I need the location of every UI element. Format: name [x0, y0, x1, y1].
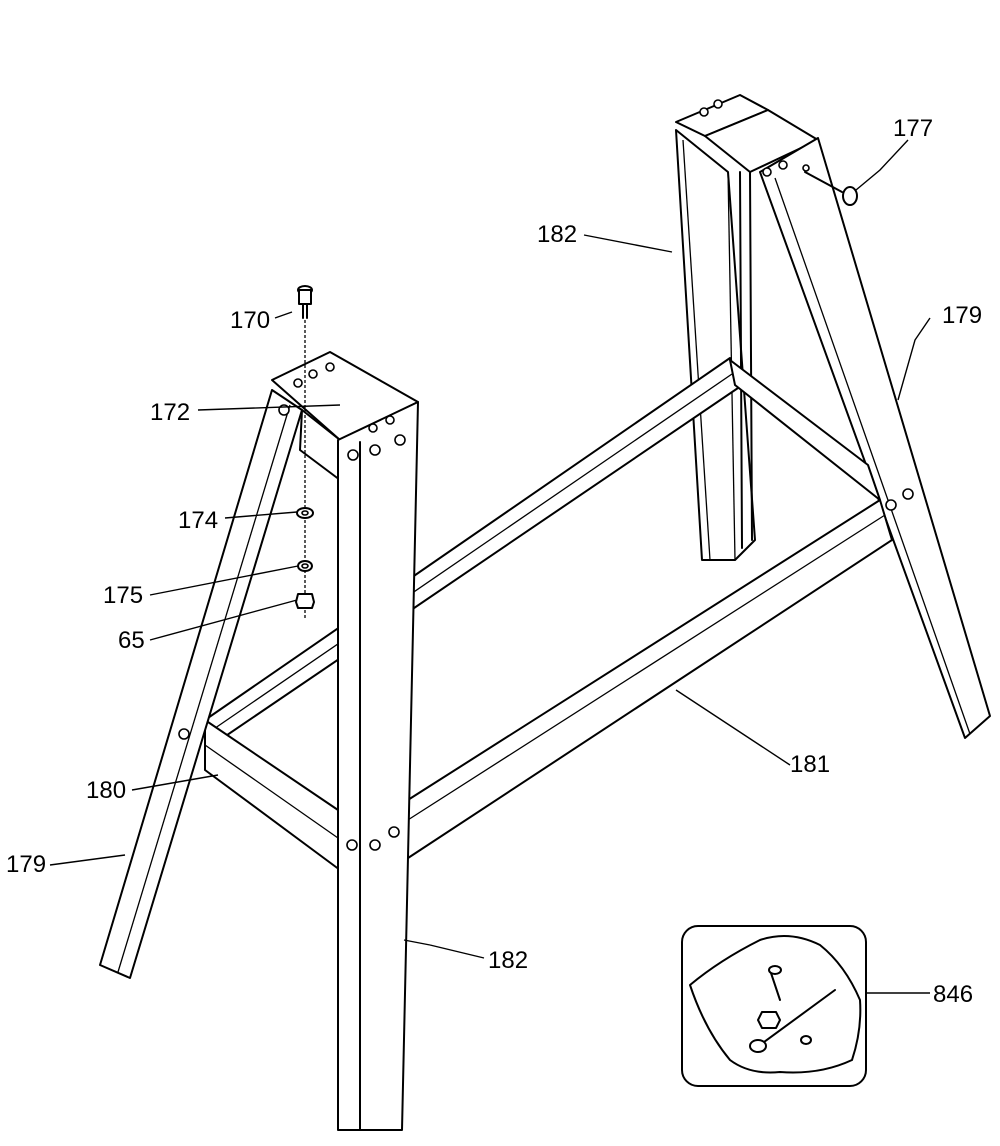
front-bracket-172 — [271, 351, 419, 481]
callout-182-back: 182 — [537, 221, 577, 248]
callout-174: 174 — [178, 507, 218, 534]
callout-181: 181 — [790, 751, 830, 778]
front-left-leg-179 — [99, 389, 303, 979]
washer-174 — [296, 507, 314, 519]
callout-846: 846 — [933, 981, 973, 1008]
back-bracket-172 — [704, 109, 819, 549]
callout-170: 170 — [230, 307, 270, 334]
short-rail-right — [729, 359, 881, 501]
callout-179-right: 179 — [942, 302, 982, 329]
back-leg-179 — [759, 137, 991, 739]
hardware-kit-846 — [681, 925, 867, 1087]
nut-65 — [295, 593, 315, 609]
callout-182-front: 182 — [488, 947, 528, 974]
front-leg-182 — [337, 401, 419, 1131]
callout-179-left: 179 — [6, 851, 46, 878]
short-rail-left-180 — [204, 719, 341, 871]
carriage-bolt-177 — [804, 171, 858, 206]
callout-177: 177 — [893, 115, 933, 142]
callout-172: 172 — [150, 399, 190, 426]
lock-washer-175 — [297, 560, 313, 572]
leader-lines — [49, 139, 931, 994]
callout-175: 175 — [103, 582, 143, 609]
callout-180: 180 — [86, 777, 126, 804]
callout-65: 65 — [118, 627, 145, 654]
back-leg-182 — [675, 94, 769, 561]
